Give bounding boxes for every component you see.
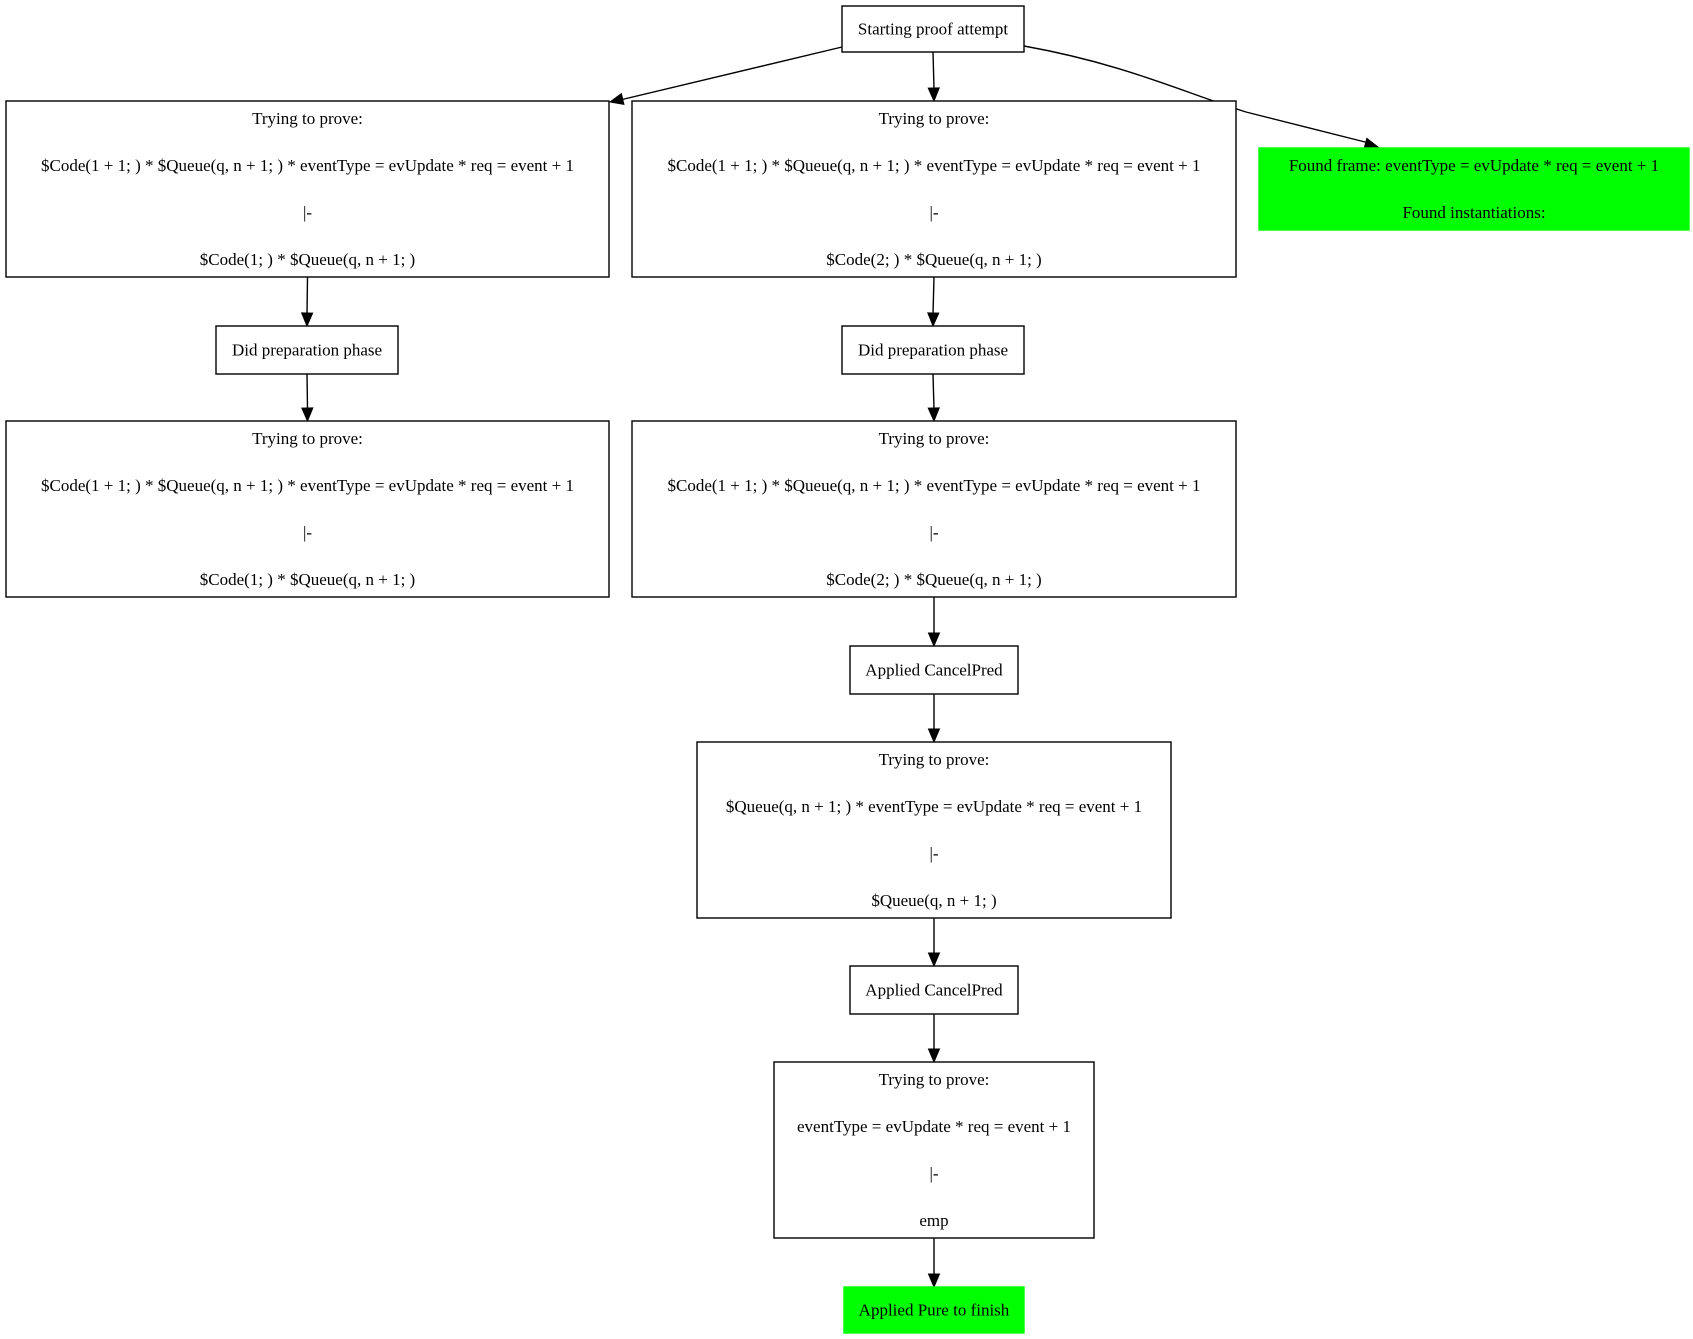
arrowhead [927, 952, 941, 968]
node-box [5, 100, 610, 278]
node-box [631, 100, 1237, 278]
node-box [843, 1286, 1025, 1334]
node-finish: Applied Pure to finish [843, 1286, 1025, 1334]
node-text-line: Trying to prove: [879, 1070, 990, 1089]
node-text-line: Applied CancelPred [865, 981, 1003, 1000]
node-start: Starting proof attempt [841, 5, 1025, 53]
edge-mid-try2-to-cancel1 [927, 597, 941, 648]
edge-line [306, 373, 309, 410]
arrowhead [927, 312, 940, 328]
arrowhead [300, 312, 314, 328]
node-left-prep: Did preparation phase [215, 325, 399, 375]
node-box [5, 420, 610, 598]
node-text-line: $Code(1 + 1; ) * $Queue(q, n + 1; ) * ev… [668, 476, 1201, 495]
node-found: Found frame: eventType = evUpdate * req … [1258, 147, 1690, 231]
node-text-line: Starting proof attempt [858, 20, 1008, 39]
arrowhead [927, 632, 941, 648]
edge-mid-prep-to-mid-try2 [927, 373, 940, 423]
node-text-line: emp [919, 1211, 948, 1230]
edge-try4-to-finish [927, 1238, 941, 1289]
node-text-line: $Code(1; ) * $Queue(q, n + 1; ) [200, 570, 415, 589]
node-text-line: Applied Pure to finish [859, 1301, 1010, 1320]
node-box [215, 325, 399, 375]
node-text-line: Applied CancelPred [865, 661, 1003, 680]
edge-left-try1-to-left-prep [300, 276, 314, 328]
edge-line [619, 46, 843, 101]
arrowhead [608, 92, 625, 105]
node-text-line: Found frame: eventType = evUpdate * req … [1289, 156, 1659, 175]
node-text-line: $Code(1 + 1; ) * $Queue(q, n + 1; ) * ev… [668, 156, 1201, 175]
edge-mid-try1-to-mid-prep [927, 276, 940, 328]
node-try4: Trying to prove: eventType = evUpdate * r… [773, 1061, 1095, 1239]
node-try3: Trying to prove: $Queue(q, n + 1; ) * eve… [696, 741, 1172, 919]
arrowhead [927, 1273, 941, 1289]
edge-start-to-mid-try1 [927, 51, 940, 103]
node-box [1258, 147, 1690, 231]
edge-line [932, 373, 935, 410]
edge-line [306, 276, 309, 315]
node-text-line: |- [303, 523, 312, 542]
arrowhead [301, 407, 314, 423]
node-box [631, 420, 1237, 598]
node-text-line: $Queue(q, n + 1; ) [871, 891, 996, 910]
node-box [849, 965, 1019, 1015]
node-text-line: $Code(1 + 1; ) * $Queue(q, n + 1; ) * ev… [41, 476, 574, 495]
node-cancel2: Applied CancelPred [849, 965, 1019, 1015]
edge-try3-to-cancel2 [927, 918, 941, 968]
node-left-try1: Trying to prove: $Code(1 + 1; ) * $Queue(… [5, 100, 610, 278]
node-text-line: |- [929, 203, 938, 222]
node-text-line: Trying to prove: [879, 750, 990, 769]
node-cancel1: Applied CancelPred [849, 645, 1019, 695]
node-text-line: Trying to prove: [879, 109, 990, 128]
node-text-line: $Code(1; ) * $Queue(q, n + 1; ) [200, 250, 415, 269]
arrowhead [927, 87, 940, 103]
node-box [841, 5, 1025, 53]
node-text-line: Did preparation phase [858, 341, 1008, 360]
node-box [696, 741, 1172, 919]
node-text-line: Did preparation phase [232, 341, 382, 360]
node-text-line: $Code(2; ) * $Queue(q, n + 1; ) [826, 570, 1041, 589]
node-text-line: $Queue(q, n + 1; ) * eventType = evUpdat… [726, 797, 1142, 816]
node-text-line: |- [929, 844, 938, 863]
edge-line [932, 276, 935, 315]
node-box [841, 325, 1025, 375]
node-text-line: Trying to prove: [252, 429, 363, 448]
node-text-line: Trying to prove: [879, 429, 990, 448]
node-box [773, 1061, 1095, 1239]
node-text-line: |- [929, 523, 938, 542]
node-mid-prep: Did preparation phase [841, 325, 1025, 375]
node-text-line: $Code(1 + 1; ) * $Queue(q, n + 1; ) * ev… [41, 156, 574, 175]
node-text-line: Found instantiations: [1402, 203, 1545, 222]
node-text-line: Trying to prove: [252, 109, 363, 128]
node-text-line: $Code(2; ) * $Queue(q, n + 1; ) [826, 250, 1041, 269]
edge-cancel2-to-try4 [927, 1014, 941, 1064]
node-text-line: eventType = evUpdate * req = event + 1 [797, 1117, 1071, 1136]
node-text-line: |- [929, 1164, 938, 1183]
edge-left-prep-to-left-try2 [301, 373, 314, 423]
node-mid-try1: Trying to prove: $Code(1 + 1; ) * $Queue(… [631, 100, 1237, 278]
arrowhead [927, 407, 940, 423]
edge-start-to-left-try1 [608, 46, 843, 105]
node-text-line: |- [303, 203, 312, 222]
arrowhead [927, 1048, 941, 1064]
edges-layer [300, 45, 1380, 1289]
node-mid-try2: Trying to prove: $Code(1 + 1; ) * $Queue(… [631, 420, 1237, 598]
arrowhead [927, 728, 941, 744]
edge-line [932, 51, 935, 90]
node-left-try2: Trying to prove: $Code(1 + 1; ) * $Queue(… [5, 420, 610, 598]
edge-cancel1-to-try3 [927, 694, 941, 744]
node-box [849, 645, 1019, 695]
